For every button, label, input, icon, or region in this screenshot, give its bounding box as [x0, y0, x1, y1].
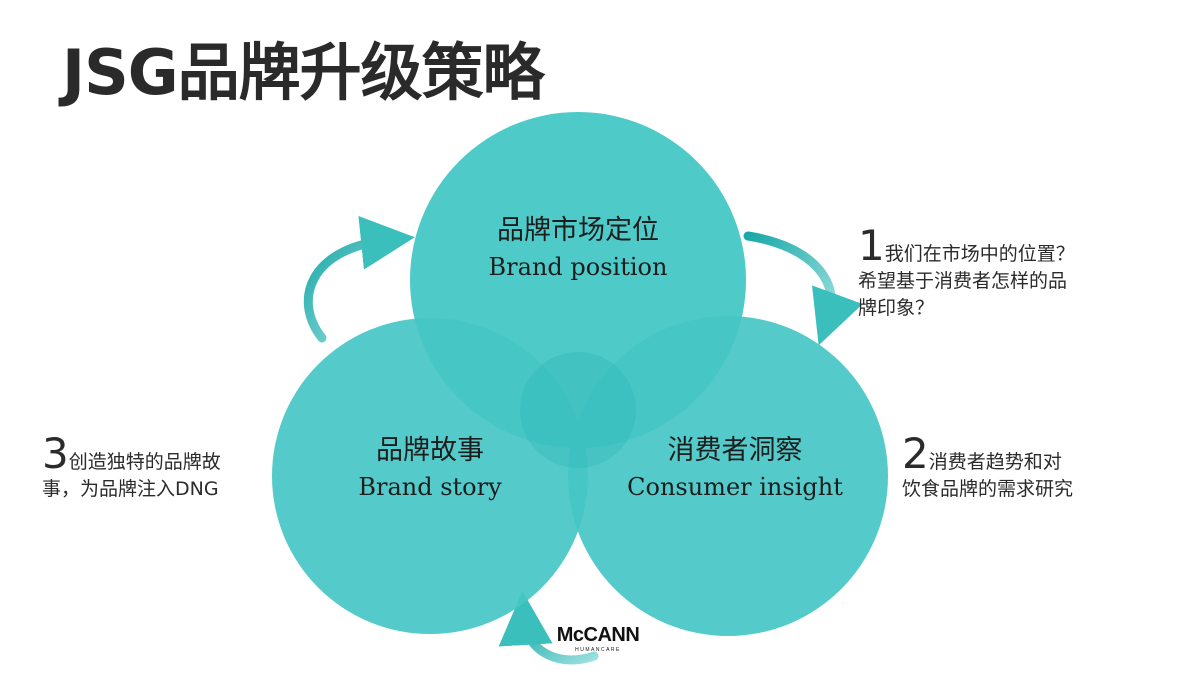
- page-title: JSG品牌升级策略: [62, 36, 545, 109]
- note-line: 消费者趋势和对: [928, 451, 1062, 473]
- label-en: Brand story: [358, 473, 502, 501]
- label-brand-position: 品牌市场定位 Brand position: [458, 212, 698, 284]
- label-en: Brand position: [488, 253, 668, 281]
- note-number: 1: [858, 221, 885, 270]
- note-line: 希望基于消费者怎样的品: [858, 270, 1068, 292]
- label-zh: 品牌市场定位: [497, 215, 659, 246]
- note-number: 3: [42, 429, 69, 478]
- note-number: 2: [902, 429, 929, 478]
- note-1: 1我们在市场中的位置？ 希望基于消费者怎样的品 牌印象？: [858, 225, 1158, 322]
- label-brand-story: 品牌故事 Brand story: [320, 432, 540, 504]
- note-line: 牌印象？: [858, 297, 935, 319]
- logo-brand: McCANN: [556, 624, 640, 646]
- circle-consumer-insight: [568, 316, 888, 636]
- note-3: 3创造独特的品牌故 事，为品牌注入DNG: [42, 433, 282, 503]
- mccann-logo: McCANN HUMANCARE: [548, 624, 648, 654]
- logo-sub: HUMANCARE: [575, 647, 621, 653]
- note-line: 我们在市场中的位置？: [884, 243, 1075, 265]
- label-consumer-insight: 消费者洞察 Consumer insight: [600, 432, 870, 504]
- circle-brand-story: [272, 318, 588, 634]
- arrow-right-curve: [743, 231, 863, 346]
- overlap-center: [520, 352, 636, 468]
- note-line: 事，为品牌注入DNG: [42, 478, 219, 500]
- label-en: Consumer insight: [627, 473, 843, 501]
- arrow-bottom-curve: [498, 591, 599, 665]
- note-line: 饮食品牌的需求研究: [902, 478, 1074, 500]
- label-zh: 消费者洞察: [667, 435, 803, 466]
- arrow-left-curve: [303, 215, 415, 343]
- note-2: 2消费者趋势和对 饮食品牌的需求研究: [902, 433, 1182, 503]
- label-zh: 品牌故事: [376, 435, 484, 466]
- note-line: 创造独特的品牌故: [68, 451, 221, 473]
